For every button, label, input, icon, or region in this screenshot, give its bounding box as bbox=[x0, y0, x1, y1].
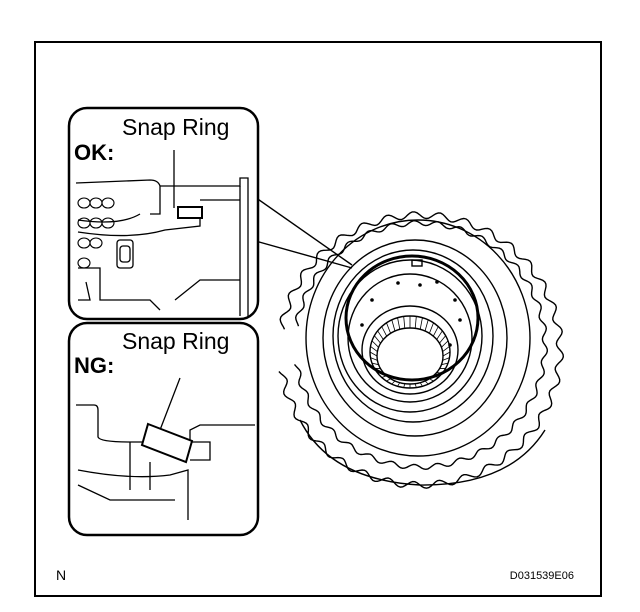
bearing-roller bbox=[391, 380, 396, 385]
drum-bottom-lip bbox=[299, 419, 546, 486]
bearing-roller bbox=[414, 316, 417, 329]
bearing-roller bbox=[442, 346, 450, 352]
bearing-roller bbox=[442, 357, 450, 361]
bearing-roller bbox=[419, 317, 423, 330]
bearing-roller bbox=[424, 319, 429, 332]
bearing-roller bbox=[441, 340, 449, 348]
bearing-roller bbox=[414, 383, 417, 388]
figure-frame bbox=[34, 41, 602, 597]
bearing-roller bbox=[369, 351, 378, 357]
drum-snap-ring bbox=[344, 254, 480, 382]
ok-section-drawing bbox=[75, 150, 249, 316]
bearing-roller bbox=[386, 322, 391, 334]
bearing-roller bbox=[432, 326, 439, 337]
ok-spring-coils bbox=[77, 197, 115, 269]
bearing-roller bbox=[436, 330, 443, 340]
clutch-drum-drawing bbox=[278, 211, 565, 489]
bearing-roller bbox=[397, 382, 401, 387]
bearing-roller bbox=[377, 330, 384, 340]
bearing-roller bbox=[441, 362, 449, 366]
bearing-roller bbox=[371, 340, 379, 348]
rim-notch bbox=[411, 259, 423, 267]
ring-5 bbox=[347, 273, 473, 403]
ok-callout: Snap Ring OK: bbox=[67, 106, 353, 321]
ring-4 bbox=[337, 259, 483, 413]
ng-part-label: Snap Ring bbox=[122, 328, 229, 354]
bearing-roller bbox=[419, 382, 423, 387]
ng-status-label: NG: bbox=[74, 353, 114, 378]
drum-inner-rim bbox=[293, 220, 549, 471]
bearing-roller bbox=[403, 316, 406, 329]
bearing-roller bbox=[439, 335, 446, 344]
bearing-roller bbox=[442, 351, 451, 357]
ng-section-drawing bbox=[76, 377, 255, 520]
ok-status-label: OK: bbox=[74, 140, 114, 165]
ok-snap-ring-shape bbox=[177, 206, 203, 219]
bearing-roller bbox=[429, 322, 434, 334]
ring-3 bbox=[332, 249, 494, 423]
bearing-roller bbox=[370, 346, 378, 352]
hub-outer bbox=[361, 305, 459, 395]
figure-id: D031539E06 bbox=[509, 570, 574, 582]
bearing-roller bbox=[381, 326, 388, 337]
bearing-roller bbox=[403, 383, 406, 388]
ring-1 bbox=[305, 219, 531, 457]
bearing-roller bbox=[371, 362, 379, 366]
ok-part-label: Snap Ring bbox=[122, 114, 229, 140]
bearing-roller bbox=[424, 380, 429, 385]
bearing-roller bbox=[386, 378, 391, 382]
ring-2 bbox=[322, 239, 508, 437]
bearing-roller bbox=[397, 317, 401, 330]
ng-snap-ring-shape bbox=[140, 422, 194, 464]
bearing-roller bbox=[391, 319, 396, 332]
ok-panel bbox=[67, 106, 260, 321]
needle-bearing bbox=[369, 316, 451, 388]
drum-holes bbox=[360, 280, 462, 347]
ng-callout: Snap Ring NG: bbox=[67, 321, 260, 537]
bearing-roller bbox=[370, 357, 378, 361]
drum-outer-rim bbox=[278, 211, 565, 489]
bearing-roller bbox=[374, 335, 381, 344]
corner-mark: N bbox=[56, 567, 67, 583]
